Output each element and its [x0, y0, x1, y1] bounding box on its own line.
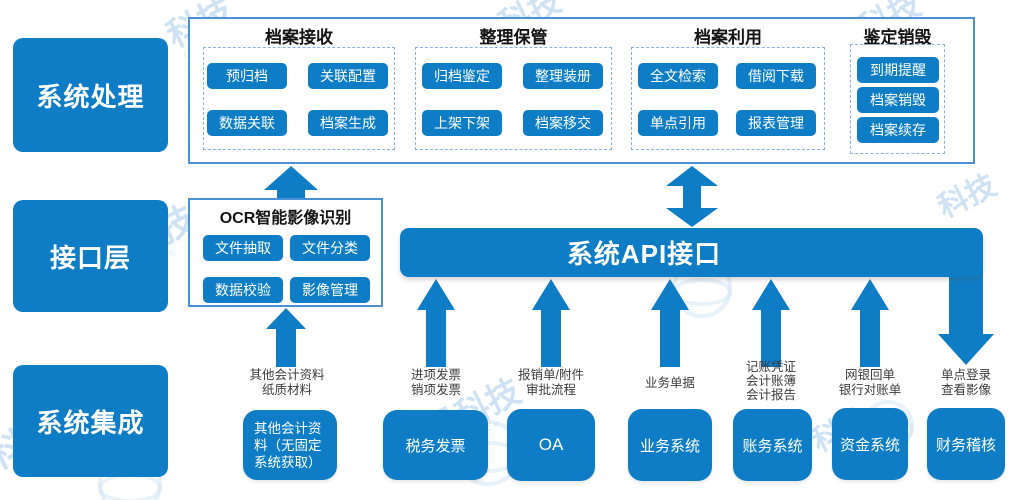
source-system-box: OA — [507, 409, 595, 481]
group-frame — [850, 44, 945, 154]
module-chip: 数据校验 — [203, 277, 283, 303]
watermark-text: 科技 — [933, 168, 1002, 225]
module-chip: 档案生成 — [308, 110, 388, 136]
source-system-box: 财务稽核 — [927, 408, 1005, 480]
module-chip: 档案销毁 — [857, 87, 939, 113]
api-bar: 系统API接口 — [400, 228, 983, 277]
module-chip: 档案续存 — [857, 117, 939, 143]
source-system-box: 业务系统 — [628, 409, 712, 481]
module-chip: 关联配置 — [308, 63, 388, 89]
arrow-up-accounting-to-api — [752, 279, 790, 367]
module-chip: 整理装册 — [523, 63, 603, 89]
source-label: 单点登录 查看影像 — [940, 368, 991, 397]
module-chip: 文件抽取 — [203, 235, 283, 261]
group-title-organize-keep: 整理保管 — [479, 28, 548, 47]
source-system-box: 资金系统 — [832, 408, 908, 480]
layer-label: 系统处理 — [36, 81, 145, 112]
layer-label: 系统集成 — [36, 407, 145, 438]
source-system-box: 账务系统 — [733, 409, 812, 481]
module-chip: 到期提醒 — [857, 57, 939, 83]
layer-label: 接口层 — [49, 242, 131, 273]
group-frame — [203, 47, 395, 150]
source-system-box: 其他会计资 料（无固定 系统获取） — [243, 410, 337, 480]
group-frame — [415, 47, 612, 150]
arrow-up-source-to-ocr — [266, 308, 306, 367]
module-chip: 预归档 — [207, 63, 287, 89]
api-bar-label: 系统API接口 — [566, 239, 722, 269]
arrow-up-oa-to-api — [532, 279, 570, 367]
module-chip: 全文检索 — [638, 63, 718, 89]
arrow-up-business-to-api — [651, 279, 689, 367]
layer-block-system-processing: 系统处理 — [13, 38, 168, 152]
source-label: 其他会计资料 纸质材料 — [249, 368, 325, 397]
arrow-double-processing-api — [666, 166, 718, 227]
group-frame — [631, 47, 825, 150]
module-chip: 报表管理 — [736, 110, 816, 136]
module-chip: 单点引用 — [638, 110, 718, 136]
arrow-up-ocr-to-processing — [264, 166, 318, 200]
watermark-subtext — [948, 199, 1002, 225]
arrow-up-tax-to-api — [417, 279, 455, 367]
group-title-archive-receive: 档案接收 — [265, 28, 333, 47]
module-chip: 上架下架 — [422, 110, 502, 136]
module-chip: 借阅下载 — [736, 63, 816, 89]
source-system-box: 税务发票 — [383, 410, 488, 480]
source-label: 报销单/附件 审批流程 — [518, 368, 584, 397]
source-label: 业务单据 — [644, 376, 695, 390]
ocr-panel-title: OCR智能影像识别 — [219, 210, 352, 227]
group-title-archive-use: 档案利用 — [694, 28, 762, 47]
module-chip: 文件分类 — [290, 235, 370, 261]
layer-block-interface-layer: 接口层 — [13, 200, 168, 312]
source-label: 网银回单 银行对账单 — [838, 368, 902, 397]
source-label: 进项发票 销项发票 — [410, 368, 461, 397]
group-title-appraise-destroy: 鉴定销毁 — [863, 28, 932, 47]
processing-panel — [188, 17, 975, 164]
module-chip: 归档鉴定 — [422, 63, 502, 89]
module-chip: 档案移交 — [523, 110, 603, 136]
module-chip: 数据关联 — [207, 110, 287, 136]
arrow-up-treasury-to-api — [851, 279, 889, 367]
brand-watermark: 科技 — [933, 168, 1002, 225]
module-chip: 影像管理 — [290, 277, 370, 303]
layer-block-system-integration: 系统集成 — [13, 365, 168, 477]
